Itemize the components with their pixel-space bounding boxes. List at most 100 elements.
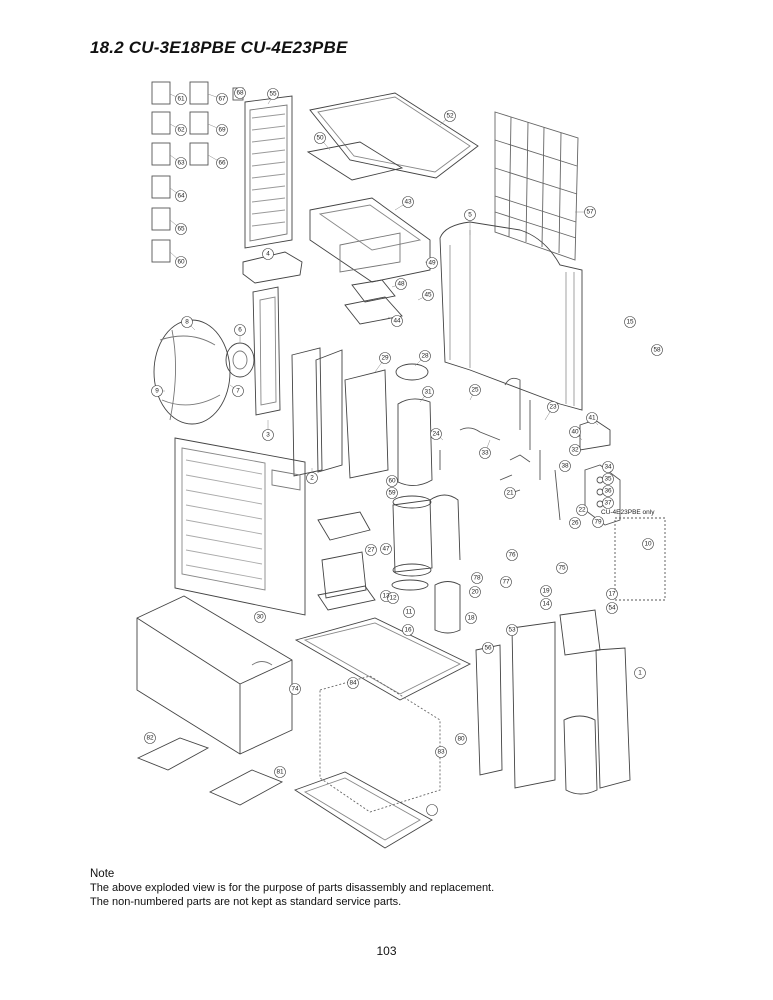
callout-label: 77 — [502, 579, 510, 586]
compressor-cover-top — [395, 363, 429, 381]
callout-label: 56 — [484, 645, 492, 652]
callout-label: 54 — [608, 605, 616, 612]
callout-label: 78 — [473, 575, 481, 582]
callout-label: 30 — [256, 614, 264, 621]
side-panel-30 — [475, 644, 503, 776]
service-valves-4e23 — [614, 517, 666, 601]
callout-label: 74 — [291, 686, 299, 693]
callout-label: 1 — [638, 670, 642, 677]
electronic-box — [309, 197, 431, 283]
cover-box — [136, 595, 293, 755]
callout-label: 4 — [266, 251, 270, 258]
callout-label: 12 — [389, 595, 397, 602]
sound-proof-material — [344, 369, 389, 479]
callout-label: 7 — [236, 388, 240, 395]
valve-group — [584, 464, 621, 526]
callout-label: 6 — [238, 327, 242, 334]
variant-note: CU-4E23PBE only — [601, 509, 655, 516]
callout-label: 59 — [388, 490, 396, 497]
accumulator-pipe — [429, 494, 461, 561]
callout-label: 76 — [508, 552, 516, 559]
callout-label: 68 — [236, 90, 244, 97]
callout-label: 8 — [185, 319, 189, 326]
plate — [306, 141, 404, 181]
callout-label: 83 — [437, 749, 445, 756]
callout-label: 14 — [542, 601, 550, 608]
compressor-sound-proof — [397, 398, 433, 486]
callout-label: 44 — [393, 318, 401, 325]
fan-motor-bracket — [252, 286, 281, 416]
callout-label: 3 — [266, 432, 270, 439]
callout-label: 61 — [177, 96, 185, 103]
callout-label: 17 — [608, 591, 616, 598]
callout-label: 40 — [571, 429, 579, 436]
callout-label: 26 — [571, 520, 579, 527]
callout-label: 49 — [428, 260, 436, 267]
note-line-2: The non-numbered parts are not kept as s… — [90, 896, 402, 908]
callout-label: 23 — [549, 404, 557, 411]
callout-label: 10 — [644, 541, 652, 548]
valve-41 — [579, 419, 611, 451]
part-callouts — [144, 87, 663, 816]
callout-label: 64 — [177, 193, 185, 200]
callout-label: 29 — [381, 355, 389, 362]
heat-exchanger — [439, 221, 583, 411]
callout-label: 37 — [604, 500, 612, 507]
callout-label: 15 — [626, 319, 634, 326]
callout-label: 81 — [276, 769, 284, 776]
note-title: Note — [90, 868, 115, 880]
callout-label: 80 — [457, 736, 465, 743]
callout-label: 35 — [604, 476, 612, 483]
compressor — [392, 495, 433, 577]
page-number: 103 — [376, 944, 397, 958]
reactor-47 — [321, 551, 367, 599]
callout-numbers: 61 67 68 62 69 63 66 64 65 60 55 52 50 4… — [146, 90, 661, 776]
callout-label: 22 — [578, 507, 586, 514]
callout-label: 66 — [218, 160, 226, 167]
callout-label: 57 — [586, 209, 594, 216]
callout-label: 67 — [218, 96, 226, 103]
terminal-cover — [559, 609, 601, 656]
callout-label: 43 — [404, 199, 412, 206]
base-plate — [317, 585, 376, 611]
motor-support-top — [242, 251, 303, 284]
pallet-part-83 — [136, 737, 210, 771]
callout-label: 11 — [406, 609, 413, 616]
callout-label: 13 — [382, 593, 390, 600]
callout-label: 62 — [177, 127, 185, 134]
callout-label: 58 — [653, 347, 661, 354]
cover-47-top — [317, 511, 371, 541]
sheet-48 — [351, 279, 396, 303]
callout-label: 2 — [310, 475, 314, 482]
callout-label: 50 — [316, 135, 324, 142]
callout-label: 69 — [218, 127, 226, 134]
callout-label: 9 — [155, 388, 159, 395]
note-line-1: The above exploded view is for the purpo… — [90, 882, 495, 894]
callout-label: 41 — [588, 415, 596, 422]
callout-label: 36 — [604, 488, 612, 495]
callout-label: 27 — [367, 547, 375, 554]
callout-label: 60 — [388, 478, 396, 485]
callout-label: 82 — [146, 735, 154, 742]
partition-plate — [291, 347, 323, 477]
top-panel — [309, 92, 479, 179]
callout-label: 47 — [382, 546, 390, 553]
callout-label: 45 — [424, 292, 432, 299]
front-cabinet — [174, 437, 306, 616]
callout-label: 20 — [471, 589, 479, 596]
callout-label: 19 — [542, 588, 550, 595]
callout-label: 25 — [471, 387, 479, 394]
callout-label: 65 — [177, 226, 185, 233]
callout-label: 24 — [432, 431, 440, 438]
callout-label: 31 — [424, 389, 432, 396]
callout-label: 16 — [404, 627, 412, 634]
callout-label: 84 — [349, 680, 357, 687]
callout-label: 60 — [177, 259, 185, 266]
rear-grille-panel — [244, 95, 293, 249]
callout-label: 21 — [506, 490, 514, 497]
base-pan — [294, 617, 472, 701]
drain-cap — [563, 715, 598, 795]
callout-label: 33 — [481, 450, 489, 457]
callout-label: 79 — [594, 519, 602, 526]
callout-label: 18 — [467, 615, 475, 622]
